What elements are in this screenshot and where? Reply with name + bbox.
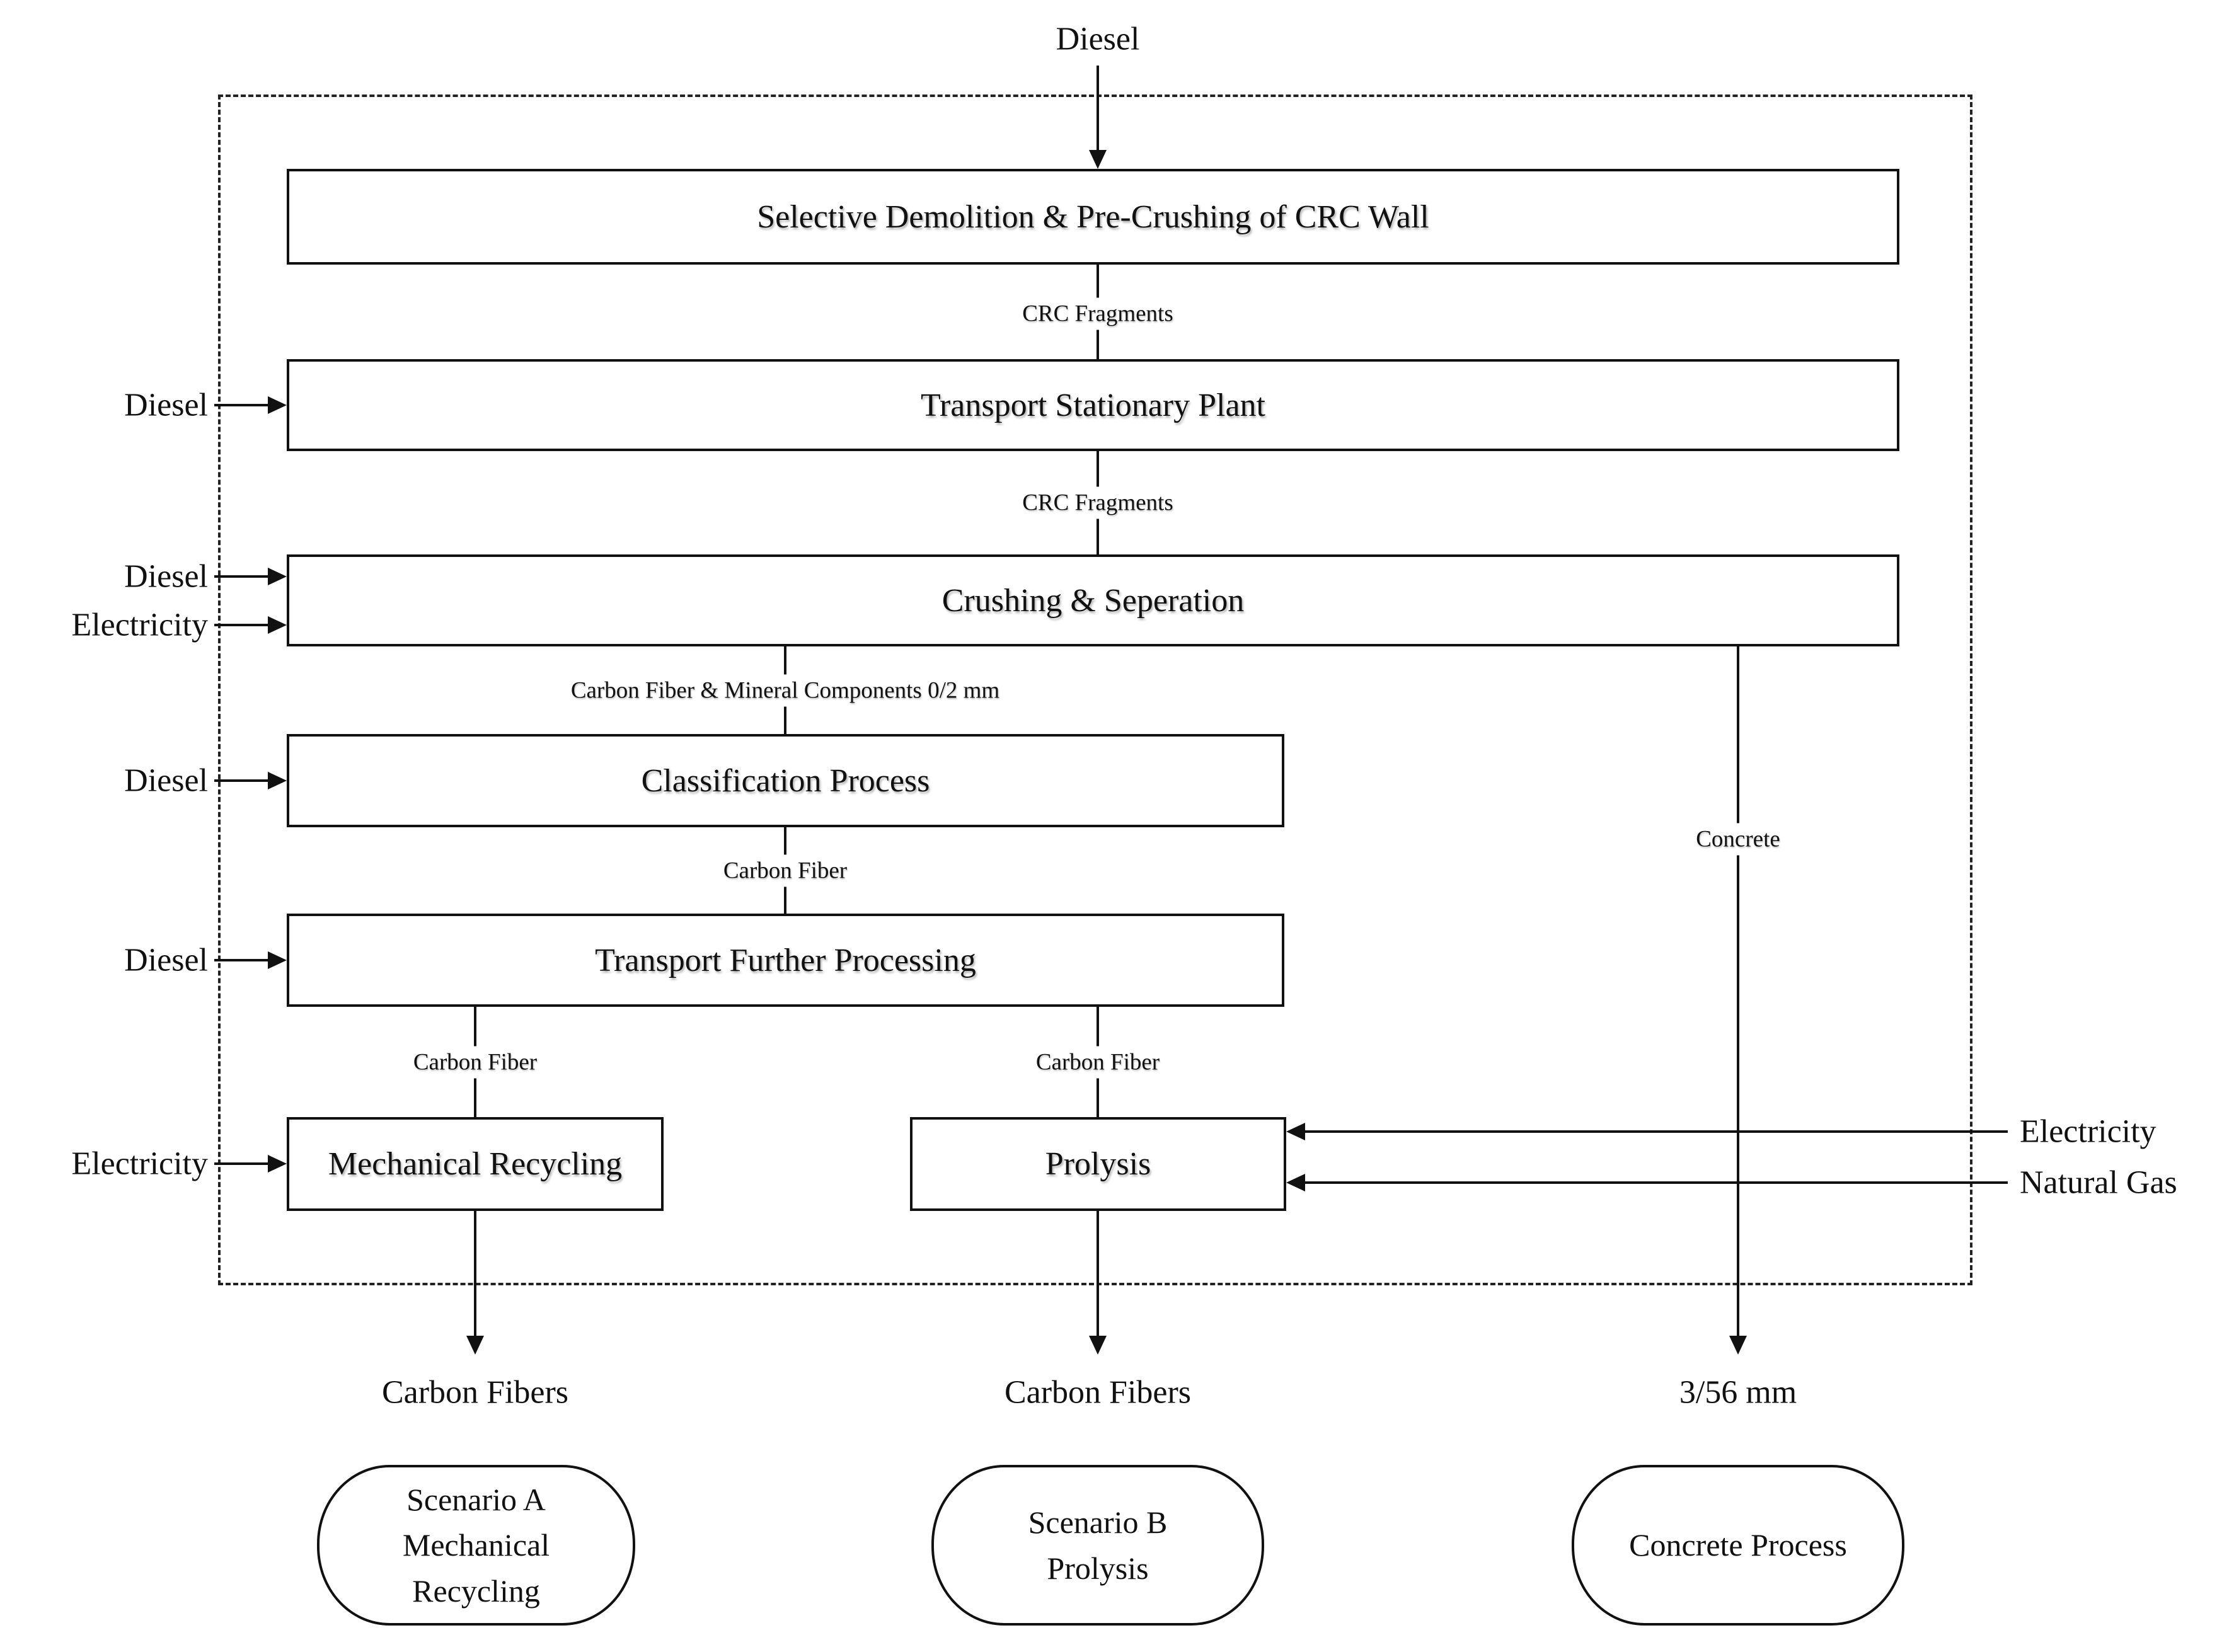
flow-label-carbon-fiber-mid: Carbon Fiber <box>713 854 858 887</box>
process-box-transport-stationary-plant: Transport Stationary Plant <box>287 359 1899 451</box>
arrow-head-right-diesel-classification <box>268 772 287 789</box>
terminal-label: Concrete Process <box>1629 1527 1847 1563</box>
arrow-head-right-diesel-transport-stationary <box>268 396 287 414</box>
output-label-carbon-fibers-left: Carbon Fibers <box>381 1374 569 1411</box>
process-box-crushing-separation: Crushing & Seperation <box>287 554 1899 646</box>
input-label-diesel-transport-further: Diesel <box>124 942 208 978</box>
terminal-scenario-b-prolysis: Scenario B Prolysis <box>931 1465 1264 1626</box>
flow-label-carbon-fiber-right: Carbon Fiber <box>1025 1046 1170 1079</box>
flow-line-concrete <box>1737 646 1739 1337</box>
flow-label-crc-fragments-2: CRC Fragments <box>1012 486 1183 519</box>
input-line-natural-gas-prolysis <box>1304 1181 2008 1184</box>
flow-line-diesel-top <box>1097 66 1099 151</box>
process-box-label: Transport Further Processing <box>595 942 976 978</box>
terminal-label: Scenario A Mechanical Recycling <box>402 1481 550 1609</box>
arrow-head-down-mechanical-output <box>466 1336 484 1355</box>
arrow-head-down-concrete <box>1729 1336 1747 1355</box>
arrow-head-right-electricity-mechanical <box>268 1155 287 1173</box>
flow-label-carbon-fiber-mineral: Carbon Fiber & Mineral Components 0/2 mm <box>560 674 1010 707</box>
process-box-prolysis: Prolysis <box>910 1117 1286 1211</box>
terminal-label: Scenario B Prolysis <box>1028 1505 1168 1586</box>
flow-line-mechanical-output <box>474 1211 476 1337</box>
process-box-selective-demolition: Selective Demolition & Pre-Crushing of C… <box>287 169 1899 265</box>
input-line-diesel-transport-further <box>214 959 269 961</box>
terminal-concrete-process: Concrete Process <box>1572 1465 1904 1626</box>
input-line-diesel-transport-stationary <box>214 404 269 406</box>
input-line-diesel-crushing <box>214 575 269 578</box>
input-label-diesel-crushing: Diesel <box>124 558 208 595</box>
process-box-label: Crushing & Seperation <box>941 582 1245 619</box>
process-box-classification-process: Classification Process <box>287 734 1284 827</box>
flow-label-crc-fragments-1: CRC Fragments <box>1012 297 1183 330</box>
flow-line-prolysis-output <box>1097 1211 1099 1337</box>
input-label-diesel-transport-stationary: Diesel <box>124 387 208 423</box>
arrow-head-down-diesel-top <box>1089 150 1107 169</box>
arrow-head-down-prolysis-output <box>1089 1336 1107 1355</box>
system-boundary-dashed-border <box>218 95 1972 1285</box>
process-box-label: Transport Stationary Plant <box>921 387 1265 423</box>
process-box-mechanical-recycling: Mechanical Recycling <box>287 1117 664 1211</box>
arrow-head-left-electricity-prolysis <box>1286 1123 1305 1140</box>
flow-label-carbon-fiber-left: Carbon Fiber <box>403 1046 548 1079</box>
input-line-electricity-prolysis <box>1304 1130 2008 1133</box>
input-line-diesel-classification <box>214 779 269 782</box>
process-box-label: Classification Process <box>641 762 930 799</box>
input-line-electricity-crushing <box>214 624 269 626</box>
input-label-diesel-classification: Diesel <box>124 762 208 799</box>
input-label-electricity-mechanical: Electricity <box>71 1145 208 1182</box>
input-label-natural-gas-prolysis: Natural Gas <box>2020 1164 2177 1201</box>
process-box-label: Selective Demolition & Pre-Crushing of C… <box>757 198 1429 235</box>
output-label-concrete-fraction: 3/56 mm <box>1679 1374 1797 1411</box>
input-label-electricity-prolysis: Electricity <box>2020 1113 2156 1150</box>
arrow-head-right-electricity-crushing <box>268 616 287 634</box>
arrow-head-right-diesel-crushing <box>268 568 287 585</box>
process-box-label: Mechanical Recycling <box>328 1146 623 1182</box>
output-label-carbon-fibers-mid: Carbon Fibers <box>1004 1374 1192 1411</box>
input-label-diesel-top: Diesel <box>1056 21 1140 57</box>
process-box-transport-further-processing: Transport Further Processing <box>287 914 1284 1007</box>
flow-label-concrete: Concrete <box>1686 823 1790 856</box>
arrow-head-left-natural-gas-prolysis <box>1286 1174 1305 1191</box>
process-box-label: Prolysis <box>1045 1146 1151 1182</box>
terminal-scenario-a-mechanical-recycling: Scenario A Mechanical Recycling <box>317 1465 635 1626</box>
input-line-electricity-mechanical <box>214 1162 269 1165</box>
arrow-head-right-diesel-transport-further <box>268 951 287 969</box>
input-label-electricity-crushing: Electricity <box>71 607 208 643</box>
